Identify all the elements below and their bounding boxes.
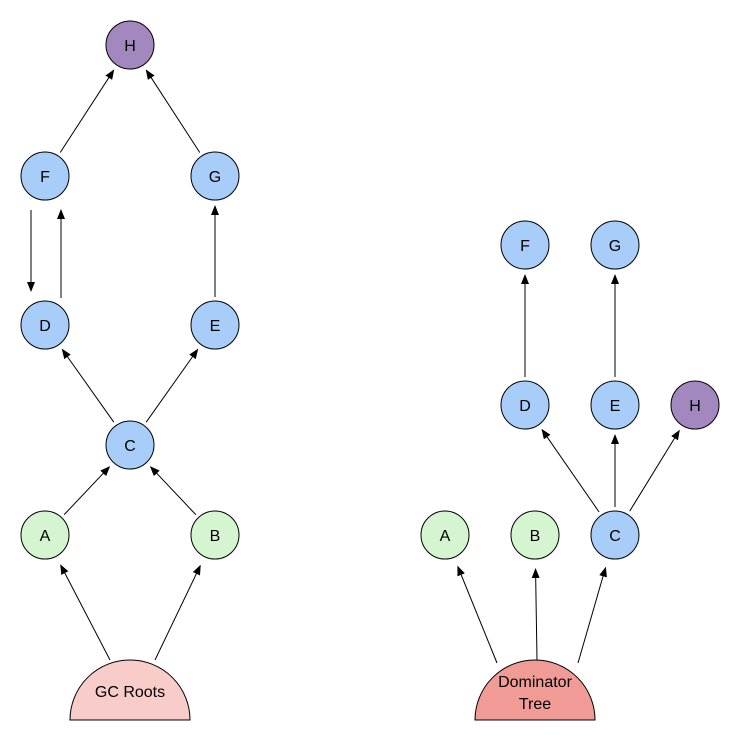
left-node-circle-c <box>105 420 155 470</box>
left-graph-nodes: H F G D E C A B <box>20 20 240 560</box>
left-node-label-e: E <box>210 318 221 335</box>
right-node-label-c: C <box>609 528 621 545</box>
left-edge-b-to-c <box>149 466 197 515</box>
left-node-label-g: G <box>209 169 221 186</box>
left-edge-root-to-a <box>60 564 111 661</box>
left-node-label-a: A <box>40 528 51 545</box>
right-node-label-h: H <box>689 398 701 415</box>
right-node-c: C <box>590 510 640 560</box>
right-node-d: D <box>500 380 550 430</box>
right-edge-root-to-a <box>457 565 498 664</box>
dominator-tree-label-line1: Dominator <box>498 674 572 691</box>
left-edge-c-to-d <box>61 348 115 423</box>
right-node-label-g: G <box>609 238 621 255</box>
dominator-tree-label-line2: Tree <box>519 696 551 713</box>
left-node-circle-e <box>190 300 240 350</box>
right-edge-c-to-h <box>629 429 680 512</box>
left-node-f: F <box>20 151 70 201</box>
left-node-label-c: C <box>124 438 136 455</box>
right-node-h: H <box>670 380 720 430</box>
right-node-circle-d <box>500 380 550 430</box>
left-node-circle-h <box>105 20 155 70</box>
right-node-b: B <box>510 510 560 560</box>
left-node-circle-g <box>190 151 240 201</box>
left-node-circle-d <box>20 300 70 350</box>
left-node-c: C <box>105 420 155 470</box>
left-edge-a-to-c <box>63 466 111 515</box>
left-node-label-h: H <box>124 38 136 55</box>
left-node-label-b: B <box>210 528 221 545</box>
gc-roots-label: GC Roots <box>95 684 165 701</box>
left-node-g: G <box>190 151 240 201</box>
right-node-a: A <box>420 510 470 560</box>
left-node-circle-f <box>20 151 70 201</box>
right-node-circle-f <box>500 220 550 270</box>
left-node-circle-b <box>190 510 240 560</box>
right-graph-nodes: F G D E H A B C <box>420 220 720 560</box>
right-edge-root-to-b <box>531 567 540 661</box>
left-node-label-f: F <box>40 169 50 186</box>
right-node-circle-a <box>420 510 470 560</box>
left-node-label-d: D <box>39 318 51 335</box>
right-node-circle-e <box>590 380 640 430</box>
left-edge-f-to-h <box>59 69 115 153</box>
right-node-g: G <box>590 220 640 270</box>
right-node-f: F <box>500 220 550 270</box>
gc-roots-node: GC Roots <box>69 659 191 721</box>
right-node-circle-c <box>590 510 640 560</box>
left-node-a: A <box>20 510 70 560</box>
left-node-d: D <box>20 300 70 350</box>
right-graph-edges <box>457 274 680 664</box>
right-node-circle-h <box>670 380 720 430</box>
right-node-circle-g <box>590 220 640 270</box>
left-edge-g-to-h <box>145 69 201 153</box>
left-node-e: E <box>190 300 240 350</box>
left-node-b: B <box>190 510 240 560</box>
left-edge-c-to-e <box>145 348 199 423</box>
right-node-label-e: E <box>610 398 621 415</box>
right-edge-root-to-c <box>577 566 607 664</box>
right-node-label-d: D <box>519 398 531 415</box>
left-graph-edges <box>27 69 219 661</box>
left-edge-root-to-b <box>154 564 201 661</box>
right-node-circle-b <box>510 510 560 560</box>
right-node-label-a: A <box>440 528 451 545</box>
left-node-circle-a <box>20 510 70 560</box>
right-node-label-b: B <box>530 528 541 545</box>
right-node-label-f: F <box>520 238 530 255</box>
right-node-e: E <box>590 380 640 430</box>
left-node-h: H <box>105 20 155 70</box>
dominator-tree-root-node: Dominator Tree <box>474 659 596 721</box>
right-edge-c-to-d <box>541 428 600 513</box>
